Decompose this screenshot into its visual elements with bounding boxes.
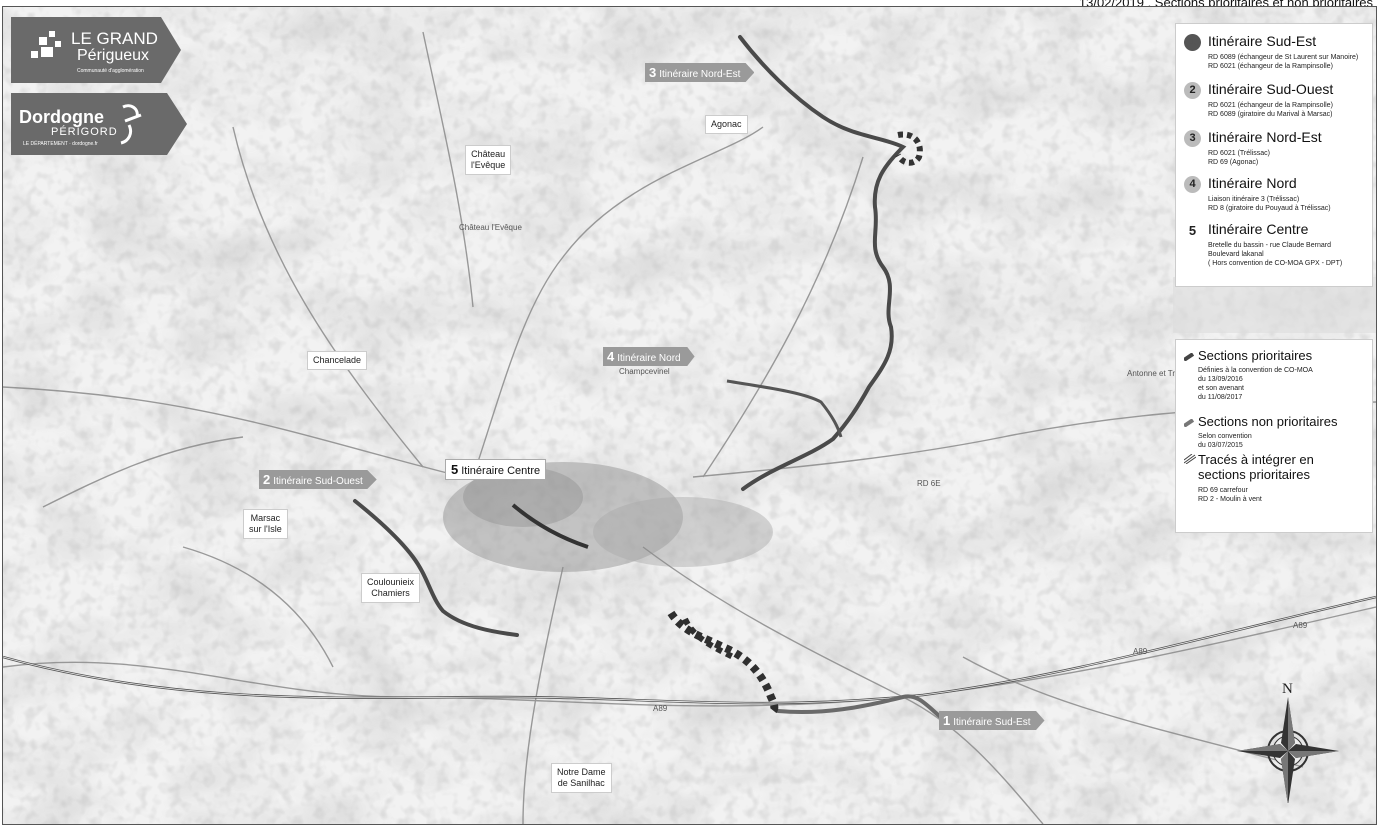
hatched-swatch-icon (1184, 454, 1196, 464)
route-label-4-text: Itinéraire Nord (617, 353, 681, 364)
legend-section-1-desc: Définies à la convention de CO-MOA du 13… (1198, 366, 1313, 402)
legend-section-1-line-1: Définies à la convention de CO-MOA (1198, 367, 1313, 374)
compass-rose-icon: N (1237, 681, 1339, 805)
legend-section-2-desc: Selon convention du 03/07/2015 (1198, 432, 1252, 450)
route-label-2-num: 2 (263, 472, 271, 487)
legend-section-2-line-1: Selon convention (1198, 433, 1252, 440)
place-chateau-small: Château l'Evêque (459, 223, 522, 232)
place-notre-dame: Notre Dame de Sanilhac (551, 763, 612, 793)
road-a89-far: A89 (1293, 621, 1308, 630)
legend-section-1-title: Sections prioritaires (1198, 348, 1313, 363)
road-a89-west: A89 (653, 704, 668, 713)
legend-item-2-line-2: RD 6089 (giratoire du Marival à Marsac) (1208, 111, 1333, 118)
logo-dp-tagline: LE DÉPARTEMENT · dordogne.fr (23, 141, 98, 147)
road-a89-east: A89 (1133, 647, 1148, 656)
route-2-path (353, 499, 519, 637)
route-label-2-text: Itinéraire Sud-Ouest (273, 476, 363, 487)
grand-perigueux-logo: LE GRAND Périgueux Communauté d'agglomér… (11, 17, 181, 83)
legend-item-4-line-1: Liaison itinéraire 3 (Trélissac) (1208, 196, 1300, 203)
logo-dp-line1: Dordogne (19, 107, 104, 127)
legend-item-3-title: Itinéraire Nord-Est (1208, 129, 1322, 145)
route-5-path (511, 503, 589, 549)
route-label-5-num: 5 (451, 462, 459, 477)
legend-section-3-line-1: RD 69 carrefour (1198, 487, 1248, 494)
legend-section-1-line-4: du 11/08/2017 (1198, 394, 1243, 401)
legend-item-5-title: Itinéraire Centre (1208, 221, 1309, 237)
logo-gp-tagline: Communauté d'agglomération (77, 68, 144, 74)
legend-item-1-title: Itinéraire Sud-Est (1208, 33, 1317, 49)
legend-item-4-line-2: RD 8 (giratoire du Pouyaud à Trélissac) (1208, 205, 1331, 212)
legend-item-3-line-2: RD 69 (Agonac) (1208, 159, 1259, 166)
logo-gp-line2: Périgueux (77, 47, 150, 64)
legend-sections: Sections prioritaires Définies à la conv… (1175, 339, 1373, 533)
legend-itineraries: 1 Itinéraire Sud-Est RD 6089 (échangeur … (1175, 23, 1373, 287)
route-4-path (726, 379, 843, 438)
legend-item-5-line-1: Bretelle du bassin - rue Claude Bernard (1208, 242, 1331, 249)
route-label-1-text: Itinéraire Sud-Est (953, 717, 1031, 728)
legend-item-5-line-2: Boulevard lakanal (1208, 251, 1264, 258)
legend-item-5-desc: Bretelle du bassin - rue Claude Bernard … (1208, 241, 1342, 268)
route-label-5-text: Itinéraire Centre (461, 465, 541, 477)
legend-item-4-title: Itinéraire Nord (1208, 175, 1297, 191)
map-background (3, 7, 1376, 824)
legend-section-1-line-2: du 13/09/2016 (1198, 376, 1243, 383)
legend-section-1-line-3: et son avenant (1198, 385, 1244, 392)
legend-item-2-line-1: RD 6021 (échangeur de la Rampinsolle) (1208, 102, 1333, 109)
place-chateau-leveque: Château l'Evêque (465, 145, 512, 175)
legend-item-4-number: 4 (1184, 176, 1201, 193)
road-rd6e: RD 6E (917, 479, 941, 488)
route-label-4-num: 4 (607, 349, 615, 364)
route-1-path (776, 694, 945, 721)
legend-item-3-desc: RD 6021 (Trélissac) RD 69 (Agonac) (1208, 149, 1270, 167)
legend-item-1-line-1: RD 6089 (échangeur de St Laurent sur Man… (1208, 54, 1359, 61)
legend-section-3-title: Tracés à intégrer en sections prioritair… (1198, 452, 1314, 482)
place-chancelade: Chancelade (307, 351, 368, 370)
place-marsac: Marsac sur l'Isle (243, 509, 288, 539)
place-agonac: Agonac (705, 115, 748, 134)
section-non-prioritaire-swatch-icon (1184, 419, 1194, 427)
legend-section-2-title: Sections non prioritaires (1198, 414, 1338, 429)
legend-item-1-desc: RD 6089 (échangeur de St Laurent sur Man… (1208, 53, 1358, 71)
legend-item-3-number: 3 (1184, 130, 1201, 147)
legend-item-2-title: Itinéraire Sud-Ouest (1208, 81, 1334, 97)
date-line: 13/02/2019 , Sections prioritaires et no… (1078, 0, 1373, 10)
place-champcevinel: Champcevinel (619, 367, 670, 376)
section-prioritaire-swatch-icon (1184, 353, 1194, 361)
logo-dp-line2: PÉRIGORD (51, 126, 118, 138)
legend-item-4-desc: Liaison itinéraire 3 (Trélissac) RD 8 (g… (1208, 195, 1331, 213)
dordogne-logo: Dordogne PÉRIGORD LE DÉPARTEMENT · dordo… (11, 93, 187, 155)
legend-item-1-line-2: RD 6021 (échangeur de la Rampinsolle) (1208, 63, 1333, 70)
legend-item-2-desc: RD 6021 (échangeur de la Rampinsolle) RD… (1208, 101, 1333, 119)
route-label-3-text: Itinéraire Nord-Est (659, 69, 741, 80)
legend-item-3-line-1: RD 6021 (Trélissac) (1208, 150, 1270, 157)
map-area[interactable]: LE GRAND Périgueux Communauté d'agglomér… (2, 6, 1377, 825)
logo-gp-line1: LE GRAND (71, 29, 158, 48)
legend-item-5-number: 5 (1188, 223, 1197, 238)
legend-section-2-line-2: du 03/07/2015 (1198, 442, 1243, 449)
route-label-3-num: 3 (649, 65, 657, 80)
compass-north-label: N (1282, 681, 1293, 697)
legend-item-1-number: 1 (1184, 34, 1201, 51)
route-label-1-num: 1 (943, 713, 951, 728)
place-antonne: Antonne et Trigonant (1127, 369, 1202, 378)
legend-section-3-line-2: RD 2 - Moulin à vent (1198, 496, 1262, 503)
place-coulounieix: Coulounieix Chamiers (361, 573, 421, 603)
legend-section-3-desc: RD 69 carrefour RD 2 - Moulin à vent (1198, 486, 1262, 504)
legend-item-5-line-3: ( Hors convention de CO-MOA GPX - DPT) (1208, 260, 1343, 267)
legend-item-2-number: 2 (1184, 82, 1201, 99)
